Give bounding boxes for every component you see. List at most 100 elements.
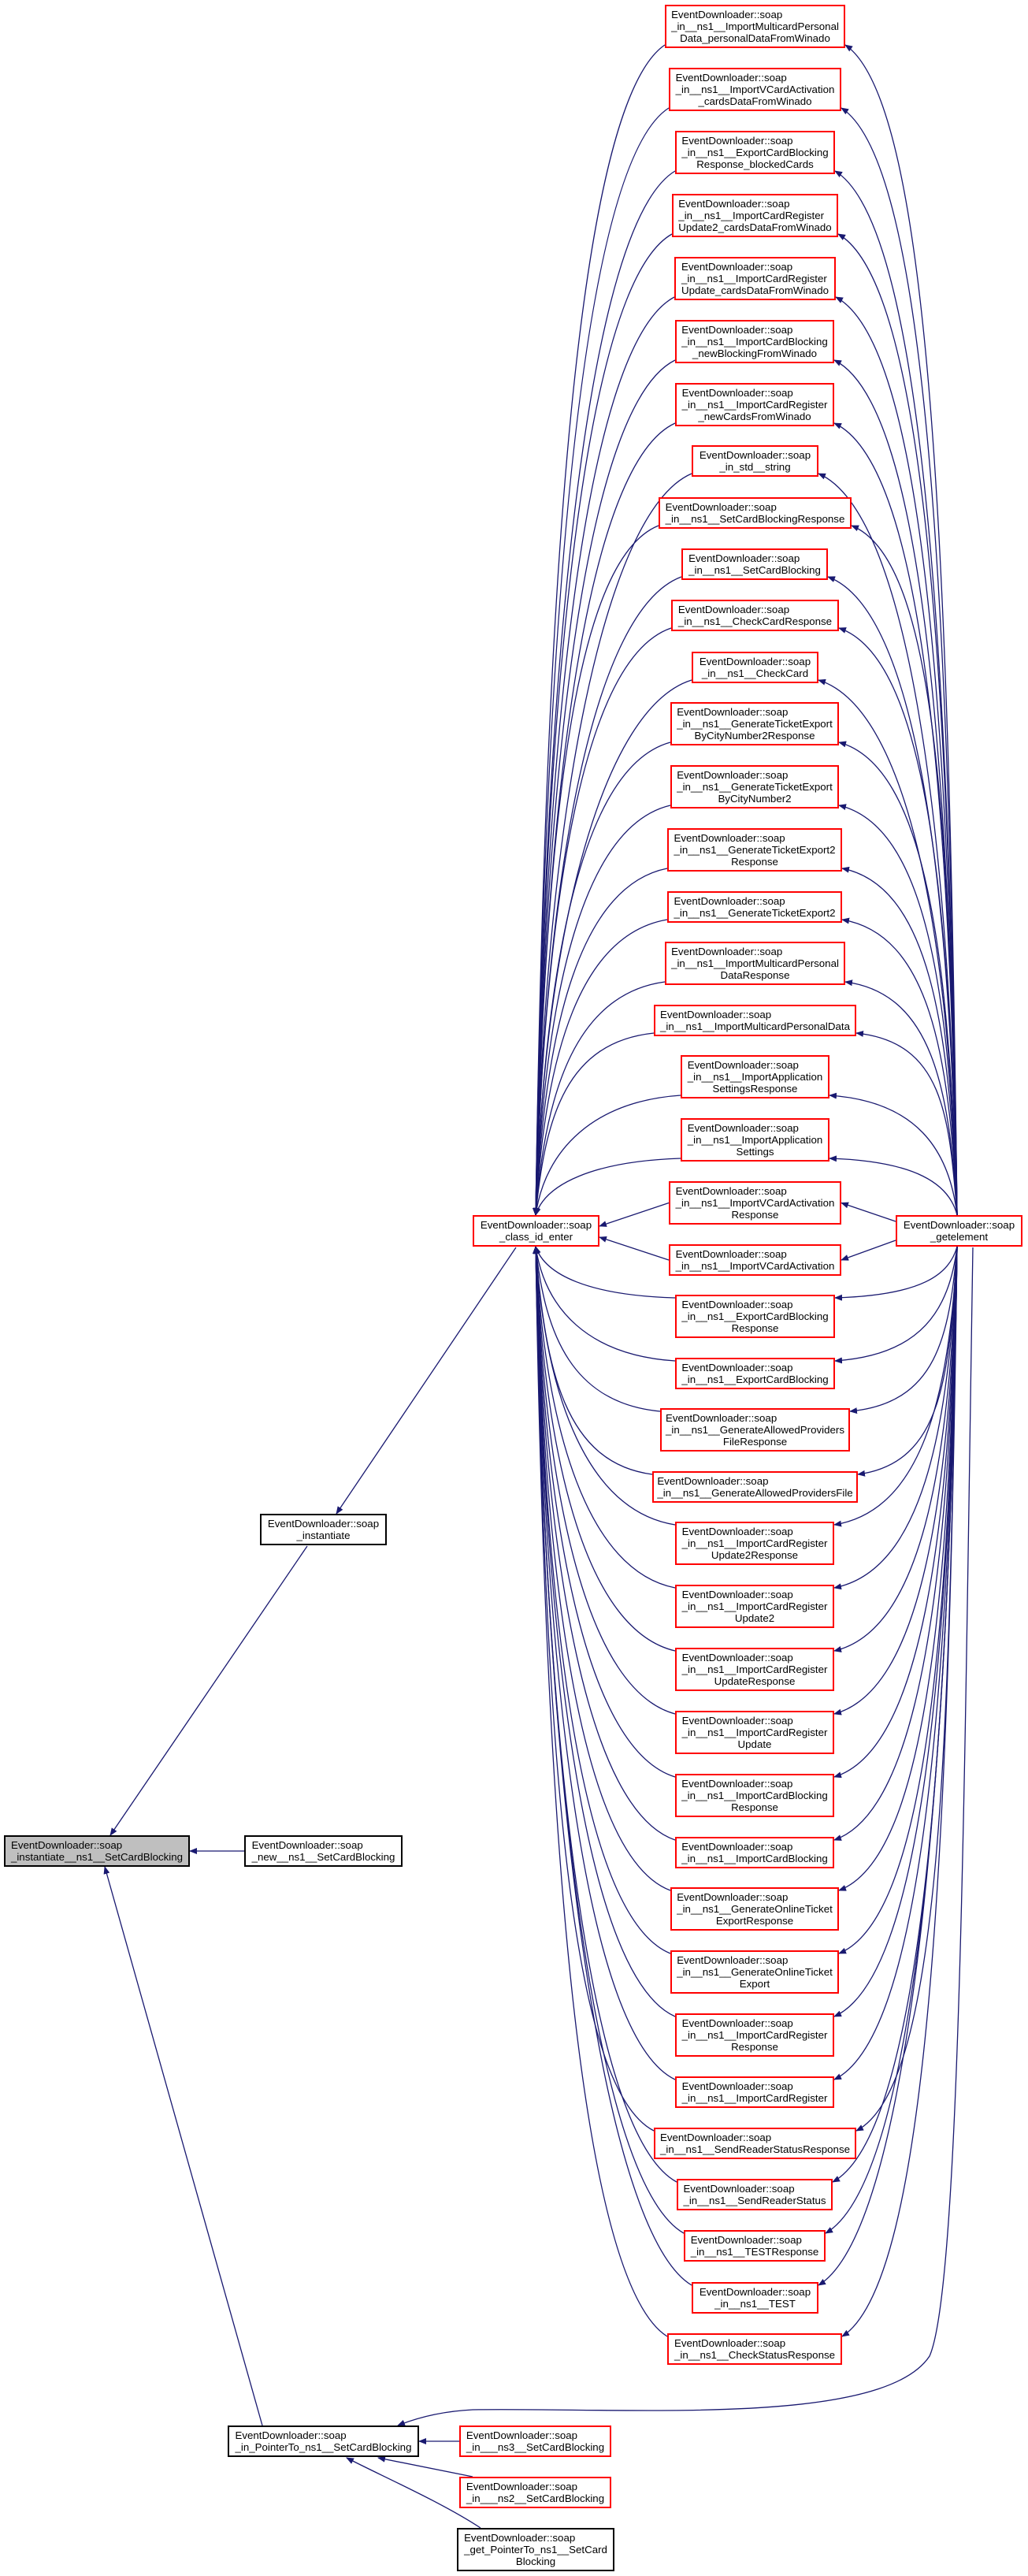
edge-to-class-id-enter [533, 1246, 655, 2132]
node-callee[interactable]: EventDownloader::soap_in__ns1__ExportCar… [675, 131, 835, 174]
node-callee[interactable]: EventDownloader::soap_in__ns1__CheckCard… [671, 600, 839, 631]
node-callee[interactable]: EventDownloader::soap_in__ns1__ImportMul… [654, 1005, 856, 1036]
node-label: EventDownloader::soap_in__ns1__SendReade… [660, 2132, 850, 2155]
node-callee[interactable]: EventDownloader::soap_in__ns1__ImportVCa… [669, 1244, 841, 1276]
edge-to-class-id-enter [533, 1246, 676, 1589]
edge-to-class-id-enter [533, 473, 692, 1216]
node-callee[interactable]: EventDownloader::soap_in__ns1__ImportCar… [672, 194, 838, 237]
node-callee[interactable]: EventDownloader::soap_in__ns1__ImportCar… [675, 383, 834, 426]
node-ns3[interactable]: EventDownloader::soap_in___ns3__SetCardB… [459, 2425, 611, 2457]
node-callee[interactable]: EventDownloader::soap_in__ns1__ImportVCa… [669, 68, 841, 111]
node-callee[interactable]: EventDownloader::soap_in__ns1__TESTRespo… [684, 2230, 826, 2262]
node-callee[interactable]: EventDownloader::soap_in__ns1__ImportCar… [675, 1648, 834, 1691]
node-callee[interactable]: EventDownloader::soap_in__ns1__TEST [692, 2282, 818, 2314]
edge-to-class-id-enter [533, 1246, 676, 1778]
node-label-line: EventDownloader::soap [677, 604, 790, 615]
node-label-line: EventDownloader::soap [681, 1589, 793, 1600]
edge-to-class-id-enter [533, 359, 676, 1216]
edge-to-class-id-enter [533, 1095, 681, 1216]
node-label-line: EventDownloader::soap [683, 2183, 795, 2195]
node-callee[interactable]: EventDownloader::soap_in__ns1__ImportMul… [665, 942, 845, 985]
node-callee[interactable]: EventDownloader::soap_in__ns1__GenerateT… [670, 765, 839, 808]
node-getelement[interactable]: EventDownloader::soap_getelement [896, 1215, 1022, 1247]
node-callee[interactable]: EventDownloader::soap_in__ns1__ImportCar… [674, 257, 836, 300]
node-callee[interactable]: EventDownloader::soap_in__ns1__CheckCard [692, 652, 818, 683]
node-label-line: Data_personalDataFromWinado [680, 32, 830, 44]
node-label-line: EventDownloader::soap [681, 1526, 793, 1537]
edge-pointer-to-focus [103, 1866, 263, 2426]
node-label-line: _in__ns1__SetCardBlocking [688, 564, 821, 576]
node-ns2[interactable]: EventDownloader::soap_in___ns2__SetCardB… [459, 2477, 611, 2508]
node-new[interactable]: EventDownloader::soap_new__ns1__SetCardB… [244, 1835, 403, 1867]
node-callee[interactable]: EventDownloader::soap_in__ns1__ImportVCa… [669, 1181, 841, 1225]
edge-from-getelement [838, 627, 958, 1216]
node-label: EventDownloader::soap_in__ns1__ImportCar… [682, 2017, 828, 2053]
node-label: EventDownloader::soap_in__ns1__ImportCar… [682, 387, 828, 422]
node-label-line: EventDownloader::soap [690, 2234, 802, 2246]
node-get-pointer[interactable]: EventDownloader::soap_get_PointerTo_ns1_… [457, 2528, 614, 2571]
node-callee[interactable]: EventDownloader::soap_in__ns1__ImportCar… [675, 1774, 834, 1817]
edge-instantiate-to-focus [109, 1545, 308, 1836]
node-callee[interactable]: EventDownloader::soap_in__ns1__SetCardBl… [681, 548, 828, 580]
edge-from-getelement [841, 107, 958, 1216]
node-label-line: _newBlockingFromWinado [692, 348, 818, 359]
node-label-line: _in__ns1__ImportCardRegister [678, 210, 825, 221]
node-label: EventDownloader::soap_in__ns1__TEST [700, 2286, 811, 2310]
node-label-line: UpdateResponse [714, 1675, 796, 1687]
node-pointer-to[interactable]: EventDownloader::soap_in_PointerTo_ns1__… [228, 2425, 419, 2457]
node-label-line: _in__ns1__GenerateTicketExport [677, 781, 833, 793]
node-callee[interactable]: EventDownloader::soap_in__ns1__CheckStat… [667, 2333, 842, 2365]
node-callee[interactable]: EventDownloader::soap_in__ns1__SendReade… [677, 2179, 833, 2210]
node-callee[interactable]: EventDownloader::soap_in__ns1__GenerateA… [660, 1408, 850, 1452]
node-callee[interactable]: EventDownloader::soap_in__ns1__ImportCar… [675, 320, 834, 363]
node-callee[interactable]: EventDownloader::soap_in__ns1__ImportApp… [681, 1118, 829, 1162]
node-callee[interactable]: EventDownloader::soap_in__ns1__GenerateT… [667, 891, 842, 923]
node-label-line: EventDownloader::soap [677, 769, 789, 781]
node-callee[interactable]: EventDownloader::soap_in__ns1__SendReade… [654, 2128, 856, 2159]
node-label-line: ByCityNumber2 [718, 793, 792, 805]
node-callee[interactable]: EventDownloader::soap_in__ns1__ImportCar… [675, 1837, 834, 1868]
node-callee[interactable]: EventDownloader::soap_in__ns1__GenerateO… [670, 1887, 839, 1931]
node-callee[interactable]: EventDownloader::soap_in__ns1__ImportApp… [681, 1055, 829, 1098]
node-callee[interactable]: EventDownloader::soap_in__ns1__ExportCar… [675, 1295, 835, 1338]
node-label: EventDownloader::soap_in__ns1__ImportApp… [688, 1059, 823, 1095]
node-callee[interactable]: EventDownloader::soap_in__ns1__GenerateT… [667, 828, 842, 872]
node-callee[interactable]: EventDownloader::soap_in__ns1__SetCardBl… [659, 497, 852, 529]
edge-to-class-id-enter [533, 1246, 661, 1412]
node-callee[interactable]: EventDownloader::soap_in__ns1__GenerateA… [652, 1471, 858, 1503]
edge-from-getelement [834, 1246, 958, 1301]
edge-to-class-id-enter [533, 576, 682, 1216]
node-label-line: _new__ns1__SetCardBlocking [251, 1851, 395, 1863]
node-callee[interactable]: EventDownloader::soap_in__ns1__ImportCar… [675, 2013, 834, 2057]
node-label-line: _in__ns1__TEST [714, 2298, 796, 2310]
edge-to-class-id-enter [533, 1246, 676, 1715]
node-label-line: EventDownloader::soap [681, 2080, 793, 2092]
node-label-line: _in__ns1__SendReaderStatusResponse [660, 2143, 850, 2155]
node-label-line: EventDownloader::soap [687, 1122, 799, 1134]
node-callee[interactable]: EventDownloader::soap_in__ns1__ImportCar… [675, 2076, 834, 2108]
node-label-line: EventDownloader::soap [677, 706, 789, 718]
node-instantiate[interactable]: EventDownloader::soap_instantiate [260, 1514, 387, 1545]
node-callee[interactable]: EventDownloader::soap_in__ns1__GenerateO… [670, 1950, 839, 1994]
node-label-line: EventDownloader::soap [660, 2132, 772, 2143]
node-callee[interactable]: EventDownloader::soap_in__ns1__ImportCar… [675, 1711, 834, 1754]
node-class-id[interactable]: EventDownloader::soap_class_id_enter [473, 1215, 599, 1247]
node-callee[interactable]: EventDownloader::soap_in__ns1__GenerateT… [670, 702, 839, 745]
node-callee[interactable]: EventDownloader::soap_in__ns1__ImportCar… [675, 1585, 834, 1628]
node-label-line: EventDownloader::soap [10, 1839, 123, 1851]
node-callee[interactable]: EventDownloader::soap_in_std__string [692, 445, 818, 477]
node-label: EventDownloader::soap_in__ns1__ImportCar… [682, 2080, 828, 2104]
node-label-line: _in__ns1__ImportCardRegister [681, 273, 827, 284]
node-label-line: EventDownloader::soap [480, 1219, 592, 1231]
edge-to-class-id-enter [533, 1246, 692, 2286]
node-label-line: Response [731, 1801, 778, 1813]
node-callee[interactable]: EventDownloader::soap_in__ns1__ImportMul… [665, 5, 845, 48]
node-label: EventDownloader::soap_in__ns1__TESTRespo… [691, 2234, 819, 2258]
node-callee[interactable]: EventDownloader::soap_in__ns1__ExportCar… [675, 1358, 835, 1389]
node-label-line: _in__ns1__TESTResponse [690, 2246, 819, 2258]
node-callee[interactable]: EventDownloader::soap_in__ns1__ImportCar… [675, 1522, 834, 1565]
node-label-line: Update2 [734, 1612, 775, 1624]
node-label-line: EventDownloader::soap [681, 324, 793, 336]
node-label-line: _in__ns1__ImportCardRegister [681, 1537, 828, 1549]
